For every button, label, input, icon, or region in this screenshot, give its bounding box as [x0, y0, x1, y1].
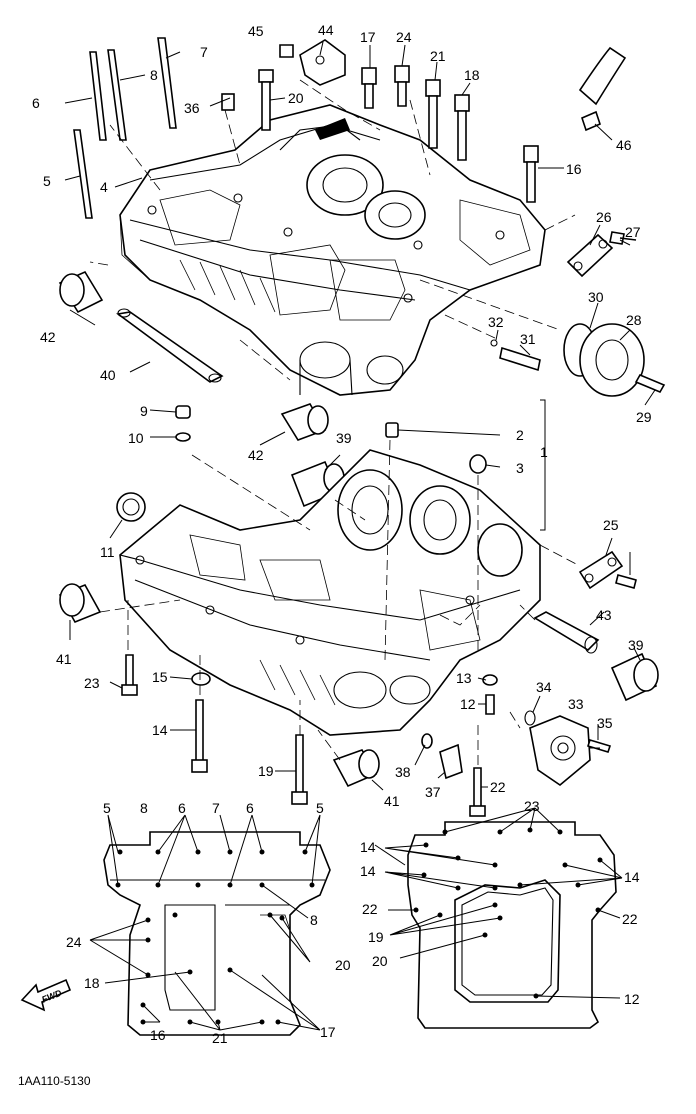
- view-a-callout-21: 21: [212, 1030, 228, 1046]
- callout-10: 10: [128, 430, 144, 446]
- callout-37: 37: [425, 784, 441, 800]
- callout-39-upper: 39: [336, 430, 352, 446]
- callout-24: 24: [396, 29, 412, 45]
- callout-33: 33: [568, 696, 584, 712]
- callout-1: 1: [540, 444, 548, 460]
- callout-41-left: 41: [56, 651, 72, 667]
- view-a-callout-7: 7: [212, 800, 220, 816]
- callout-19: 19: [258, 763, 274, 779]
- callout-14: 14: [152, 722, 168, 738]
- callout-22: 22: [490, 779, 506, 795]
- lower-side-parts: [524, 550, 659, 787]
- callout-13: 13: [456, 670, 472, 686]
- callout-40: 40: [100, 367, 116, 383]
- upper-bolts: [221, 39, 539, 203]
- view-a-callout-16: 16: [150, 1027, 166, 1043]
- callout-29: 29: [636, 409, 652, 425]
- view-b-callout-14-mid: 14: [360, 863, 376, 879]
- view-b-callout-20: 20: [372, 953, 388, 969]
- callout-42-left: 42: [40, 329, 56, 345]
- view-a-callout-5-left: 5: [103, 800, 111, 816]
- callout-42-mid: 42: [248, 447, 264, 463]
- view-a-callout-8b: 8: [310, 912, 318, 928]
- view-a-callout-6-right: 6: [246, 800, 254, 816]
- callout-23: 23: [84, 675, 100, 691]
- callout-21: 21: [430, 48, 446, 64]
- callout-26: 26: [596, 209, 612, 225]
- view-b-callout-22-left: 22: [362, 901, 378, 917]
- callout-32: 32: [488, 314, 504, 330]
- view-a-callout-5-right: 5: [316, 800, 324, 816]
- callout-28: 28: [626, 312, 642, 328]
- leader-lines: [64, 41, 656, 866]
- view-b-callout-12: 12: [624, 991, 640, 1007]
- view-b-callout-19: 19: [368, 929, 384, 945]
- upper-crankcase: [119, 104, 546, 396]
- callout-17: 17: [360, 29, 376, 45]
- view-a-callout-17: 17: [320, 1024, 336, 1040]
- callout-8: 8: [150, 67, 158, 83]
- callout-39-lower: 39: [628, 637, 644, 653]
- callout-16: 16: [566, 161, 582, 177]
- breather-hose: [578, 46, 627, 132]
- view-b-callout-23: 23: [524, 798, 540, 814]
- callout-15: 15: [152, 669, 168, 685]
- callout-18: 18: [464, 67, 480, 83]
- view-a-callout-8: 8: [140, 800, 148, 816]
- view-a-callout-18: 18: [84, 975, 100, 991]
- callout-4: 4: [100, 179, 108, 195]
- callout-labels: 1 2 3 4 5 6 7 8 9 10 11 12 13 14 15 16 1…: [32, 22, 652, 1046]
- callout-12: 12: [460, 696, 476, 712]
- callout-6: 6: [32, 95, 40, 111]
- view-b-callout-22-right: 22: [622, 911, 638, 927]
- callout-5: 5: [43, 173, 51, 189]
- callout-36: 36: [184, 100, 200, 116]
- callout-2: 2: [516, 427, 524, 443]
- callout-43: 43: [596, 607, 612, 623]
- bolt-pattern-upper-view: [89, 814, 331, 1036]
- callout-3: 3: [516, 460, 524, 476]
- view-a-callout-6-left: 6: [178, 800, 186, 816]
- callout-27: 27: [625, 224, 641, 240]
- view-a-callout-20: 20: [335, 957, 351, 973]
- callout-44: 44: [318, 22, 334, 38]
- callout-30: 30: [588, 289, 604, 305]
- callout-35: 35: [597, 715, 613, 731]
- view-a-callout-24: 24: [66, 934, 82, 950]
- view-b-callout-14-right: 14: [624, 869, 640, 885]
- lower-crankcase: [116, 449, 541, 736]
- callout-25: 25: [603, 517, 619, 533]
- bolt-pattern-lower-view: [384, 807, 623, 1029]
- callout-45: 45: [248, 23, 264, 39]
- figure-code: 1AA110-5130: [18, 1074, 91, 1088]
- callout-46: 46: [616, 137, 632, 153]
- front-direction-arrow-icon: FWD: [20, 978, 72, 1012]
- crankcase-studs-upper: [73, 37, 177, 219]
- callout-20: 20: [288, 90, 304, 106]
- callout-31: 31: [520, 331, 536, 347]
- callout-11: 11: [100, 544, 115, 560]
- assembly-dashed-lines: [89, 79, 579, 765]
- callout-41-right: 41: [384, 793, 400, 809]
- callout-38: 38: [395, 764, 411, 780]
- view-b-callout-14-top: 14: [360, 839, 376, 855]
- callout-9: 9: [140, 403, 148, 419]
- callout-34: 34: [536, 679, 552, 695]
- right-upper-covers: [490, 231, 666, 397]
- callout-7: 7: [200, 44, 208, 60]
